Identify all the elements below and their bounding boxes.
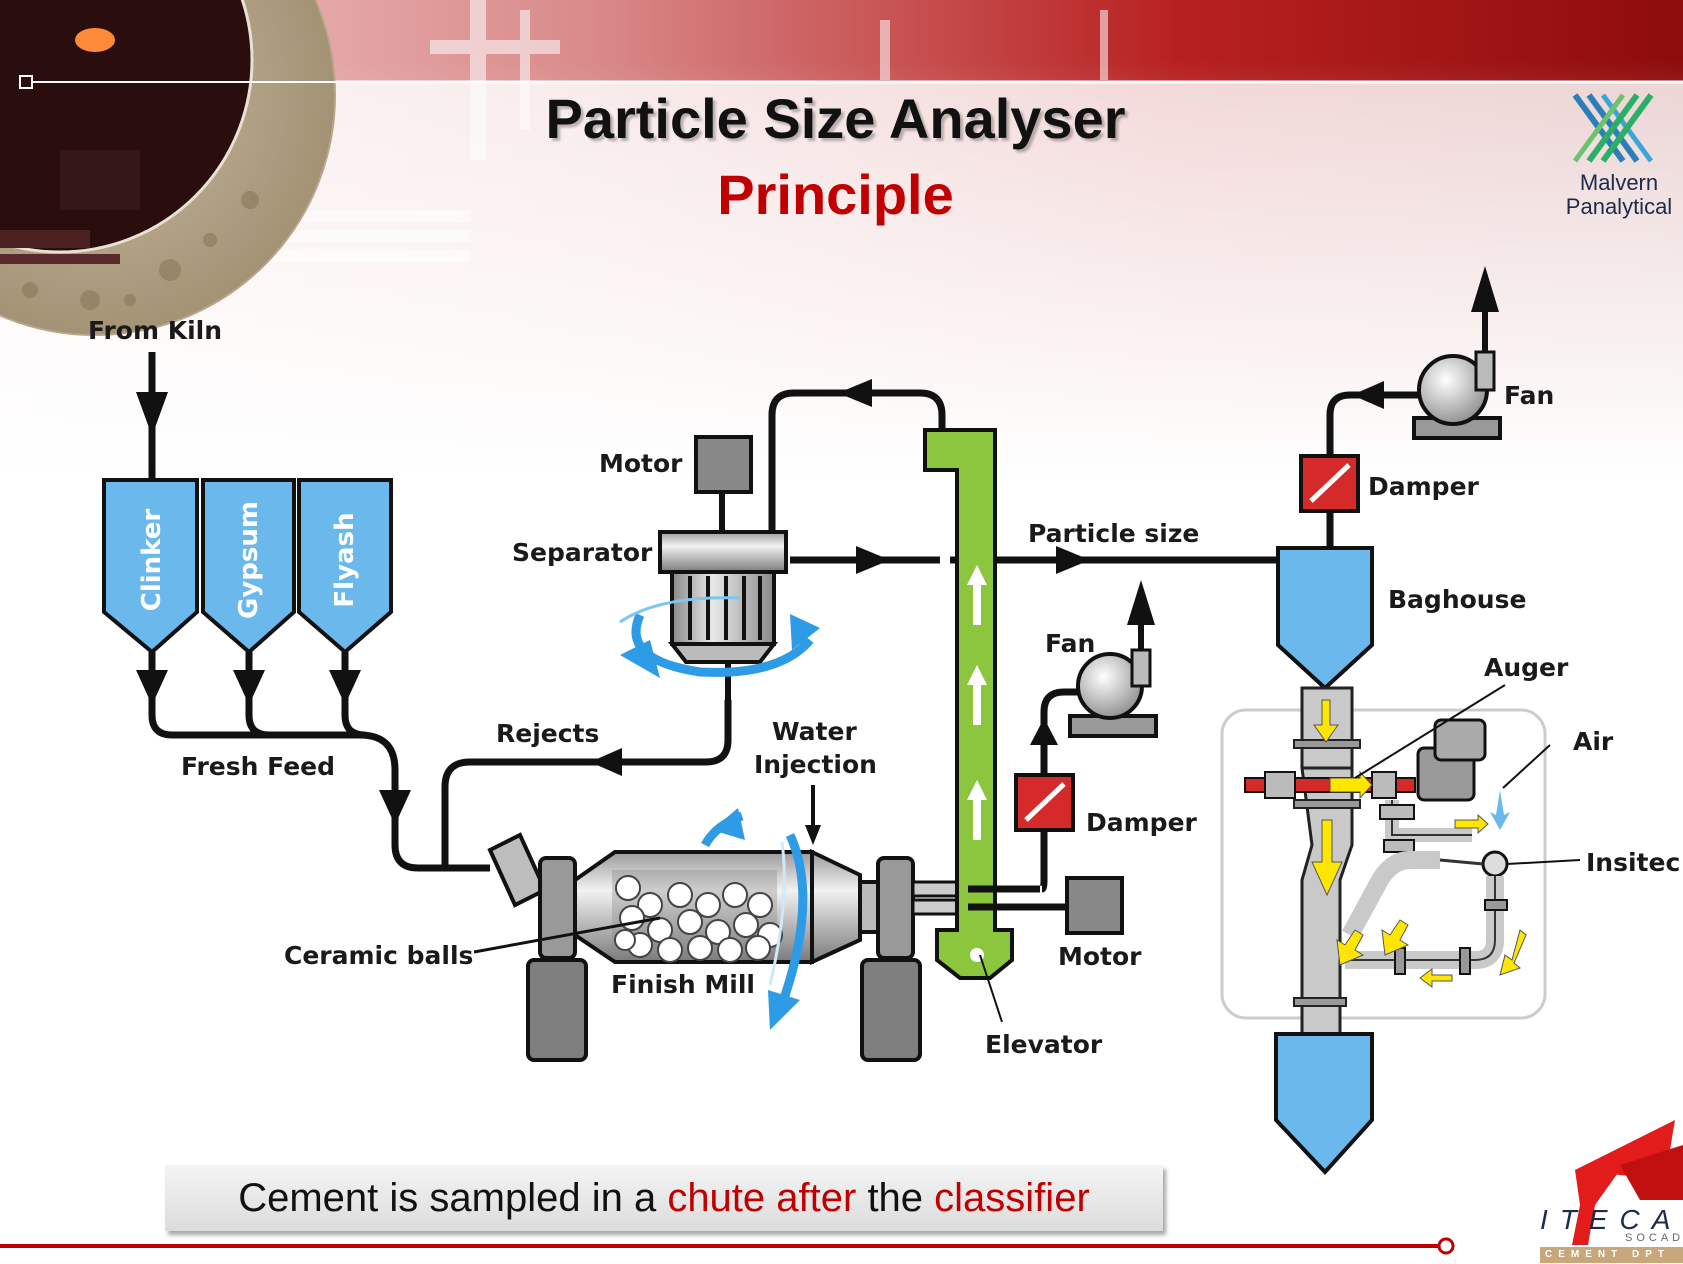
label-fresh-feed: Fresh Feed: [181, 752, 336, 781]
caption-box: Cement is sampled in a chute after the c…: [165, 1165, 1163, 1231]
label-clinker: Clinker: [137, 508, 167, 612]
label-particle-size: Particle size: [1028, 519, 1200, 548]
label-fan-top: Fan: [1504, 381, 1555, 410]
ceramic-balls-graphic: [614, 875, 783, 963]
page-subtitle: Principle: [717, 163, 954, 226]
label-from-kiln: From Kiln: [88, 316, 223, 345]
page-title: Particle Size Analyser: [545, 87, 1126, 150]
label-damper-mid: Damper: [1086, 808, 1197, 837]
label-ceramic-balls: Ceramic balls: [284, 941, 474, 970]
label-gypsum: Gypsum: [234, 501, 264, 619]
label-flyash: Flyash: [330, 512, 360, 608]
motor-top-box: [694, 435, 753, 494]
iteca-logo-sub: SOCADEI: [1625, 1232, 1683, 1244]
label-baghouse: Baghouse: [1388, 585, 1527, 614]
finish-mill: [487, 808, 970, 1062]
label-auger: Auger: [1484, 653, 1569, 682]
iteca-logo-mark: [1540, 1120, 1683, 1263]
malvern-logo-line2: Panalytical: [1565, 194, 1673, 219]
label-motor-bottom: Motor: [1058, 942, 1142, 971]
label-fan-mid: Fan: [1045, 629, 1096, 658]
iteca-logo-text: ITECA: [1540, 1204, 1683, 1235]
label-motor-top: Motor: [599, 449, 683, 478]
label-damper-top: Damper: [1368, 472, 1479, 501]
caption-part2: the: [856, 1176, 935, 1220]
hopper-gypsum: [201, 478, 296, 655]
hopper-clinker: [102, 478, 199, 655]
header-decoration: [260, 0, 1108, 262]
caption-highlight2: classifier: [934, 1176, 1090, 1220]
label-elevator: Elevator: [985, 1030, 1103, 1059]
malvern-logo: Malvern Panalytical: [1549, 80, 1683, 224]
malvern-logo-mark: [1572, 93, 1654, 163]
caption-part1: Cement is sampled in a: [238, 1176, 668, 1220]
elevator-graphic: [923, 428, 1014, 980]
hoppers: [102, 478, 393, 655]
malvern-logo-line1: Malvern: [1579, 170, 1659, 195]
label-air: Air: [1573, 727, 1614, 756]
baghouse-graphic: [1220, 546, 1581, 1175]
motor-bottom-box: [1065, 876, 1124, 935]
separator-body: [658, 530, 788, 574]
hopper-flyash: [297, 478, 393, 655]
kiln-photo: [0, 0, 500, 336]
label-separator: Separator: [512, 538, 653, 567]
label-finish-mill: Finish Mill: [611, 970, 755, 999]
label-rejects: Rejects: [496, 719, 600, 748]
iteca-logo-dept: CEMENT DPT: [1545, 1249, 1670, 1260]
caption-highlight1: chute after: [667, 1176, 857, 1220]
label-water: Water: [772, 717, 857, 746]
label-injection: Injection: [754, 750, 877, 779]
label-insitec: Insitec: [1586, 848, 1681, 877]
